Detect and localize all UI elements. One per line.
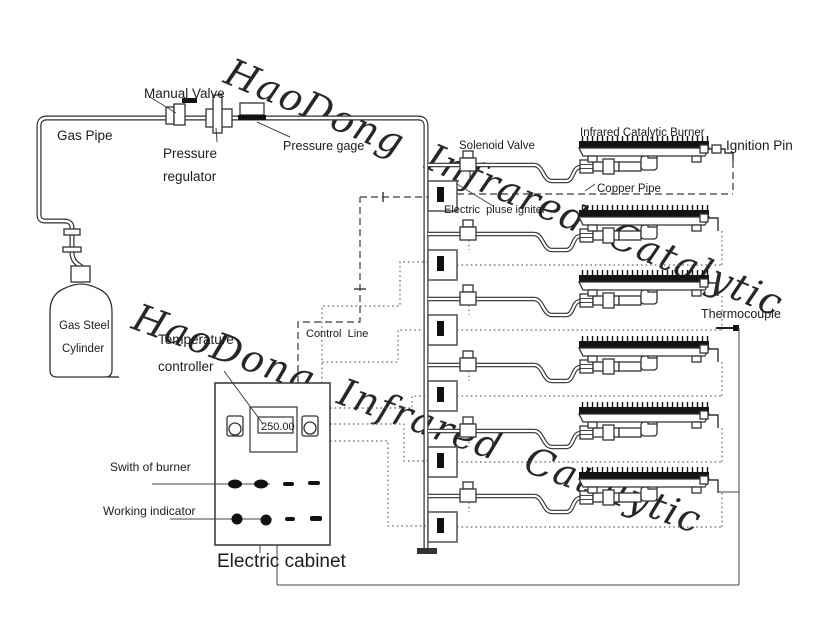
temperature-controller-label-line2: controller <box>158 359 214 374</box>
gas-pipe-label: Gas Pipe <box>57 128 113 143</box>
cylinder-connector-pipe <box>36 210 91 283</box>
electric-cabinet-label: Electric cabinet <box>217 551 347 572</box>
infrared-catalytic-burner-label: Infrared Catalytic Burner <box>580 127 705 139</box>
temperature-controller-label-line1: Temperature <box>158 332 234 347</box>
leader-lines <box>149 96 596 425</box>
ignition-pin-symbol <box>709 144 734 161</box>
thermocouple-wire <box>259 325 740 586</box>
working-indicators <box>170 513 322 526</box>
manual-valve-symbol <box>165 98 197 126</box>
control-line-bundle <box>297 197 428 527</box>
electric-cabinet-panel <box>152 382 331 546</box>
pressure-regulator-symbol <box>205 94 233 134</box>
igniter-circuit-row-1 <box>360 161 734 202</box>
electric-pulse-igniter-label: Electric pluse igniter <box>444 204 546 216</box>
burner-row-3 <box>428 270 709 345</box>
temperature-display <box>257 416 294 434</box>
switch-of-burner-label: Swith of burner <box>110 460 191 474</box>
manual-valve-label: Manual Valve <box>144 86 225 101</box>
burner-switches <box>152 479 320 489</box>
working-indicator-label: Working indicator <box>103 504 195 518</box>
gas-steel-cylinder-label-line1: Gas Steel <box>59 320 110 332</box>
cylinder-valve <box>70 265 91 283</box>
pressure-regulator-label-line1: Pressure <box>163 146 217 161</box>
pressure-regulator-label-line2: regulator <box>163 169 217 184</box>
pressure-gage-label: Pressure gage <box>283 139 364 153</box>
thermocouple-label: Thermocouple <box>701 307 781 321</box>
solenoid-valve-label: Solenoid Valve <box>459 140 535 152</box>
manifold-base <box>417 548 437 554</box>
temperature-display-value: 250.00 <box>261 421 295 433</box>
burner-row-4 <box>428 336 709 411</box>
gas-steel-cylinder-label-line2: Cylinder <box>62 343 104 355</box>
gas-steel-cylinder <box>49 283 119 378</box>
copper-pipe-label: Copper Pipe <box>597 183 661 195</box>
pressure-gage-symbol <box>238 102 266 120</box>
control-line-label: Control Line <box>306 328 368 340</box>
ignition-pin-label: Ignition Pin <box>726 138 793 153</box>
